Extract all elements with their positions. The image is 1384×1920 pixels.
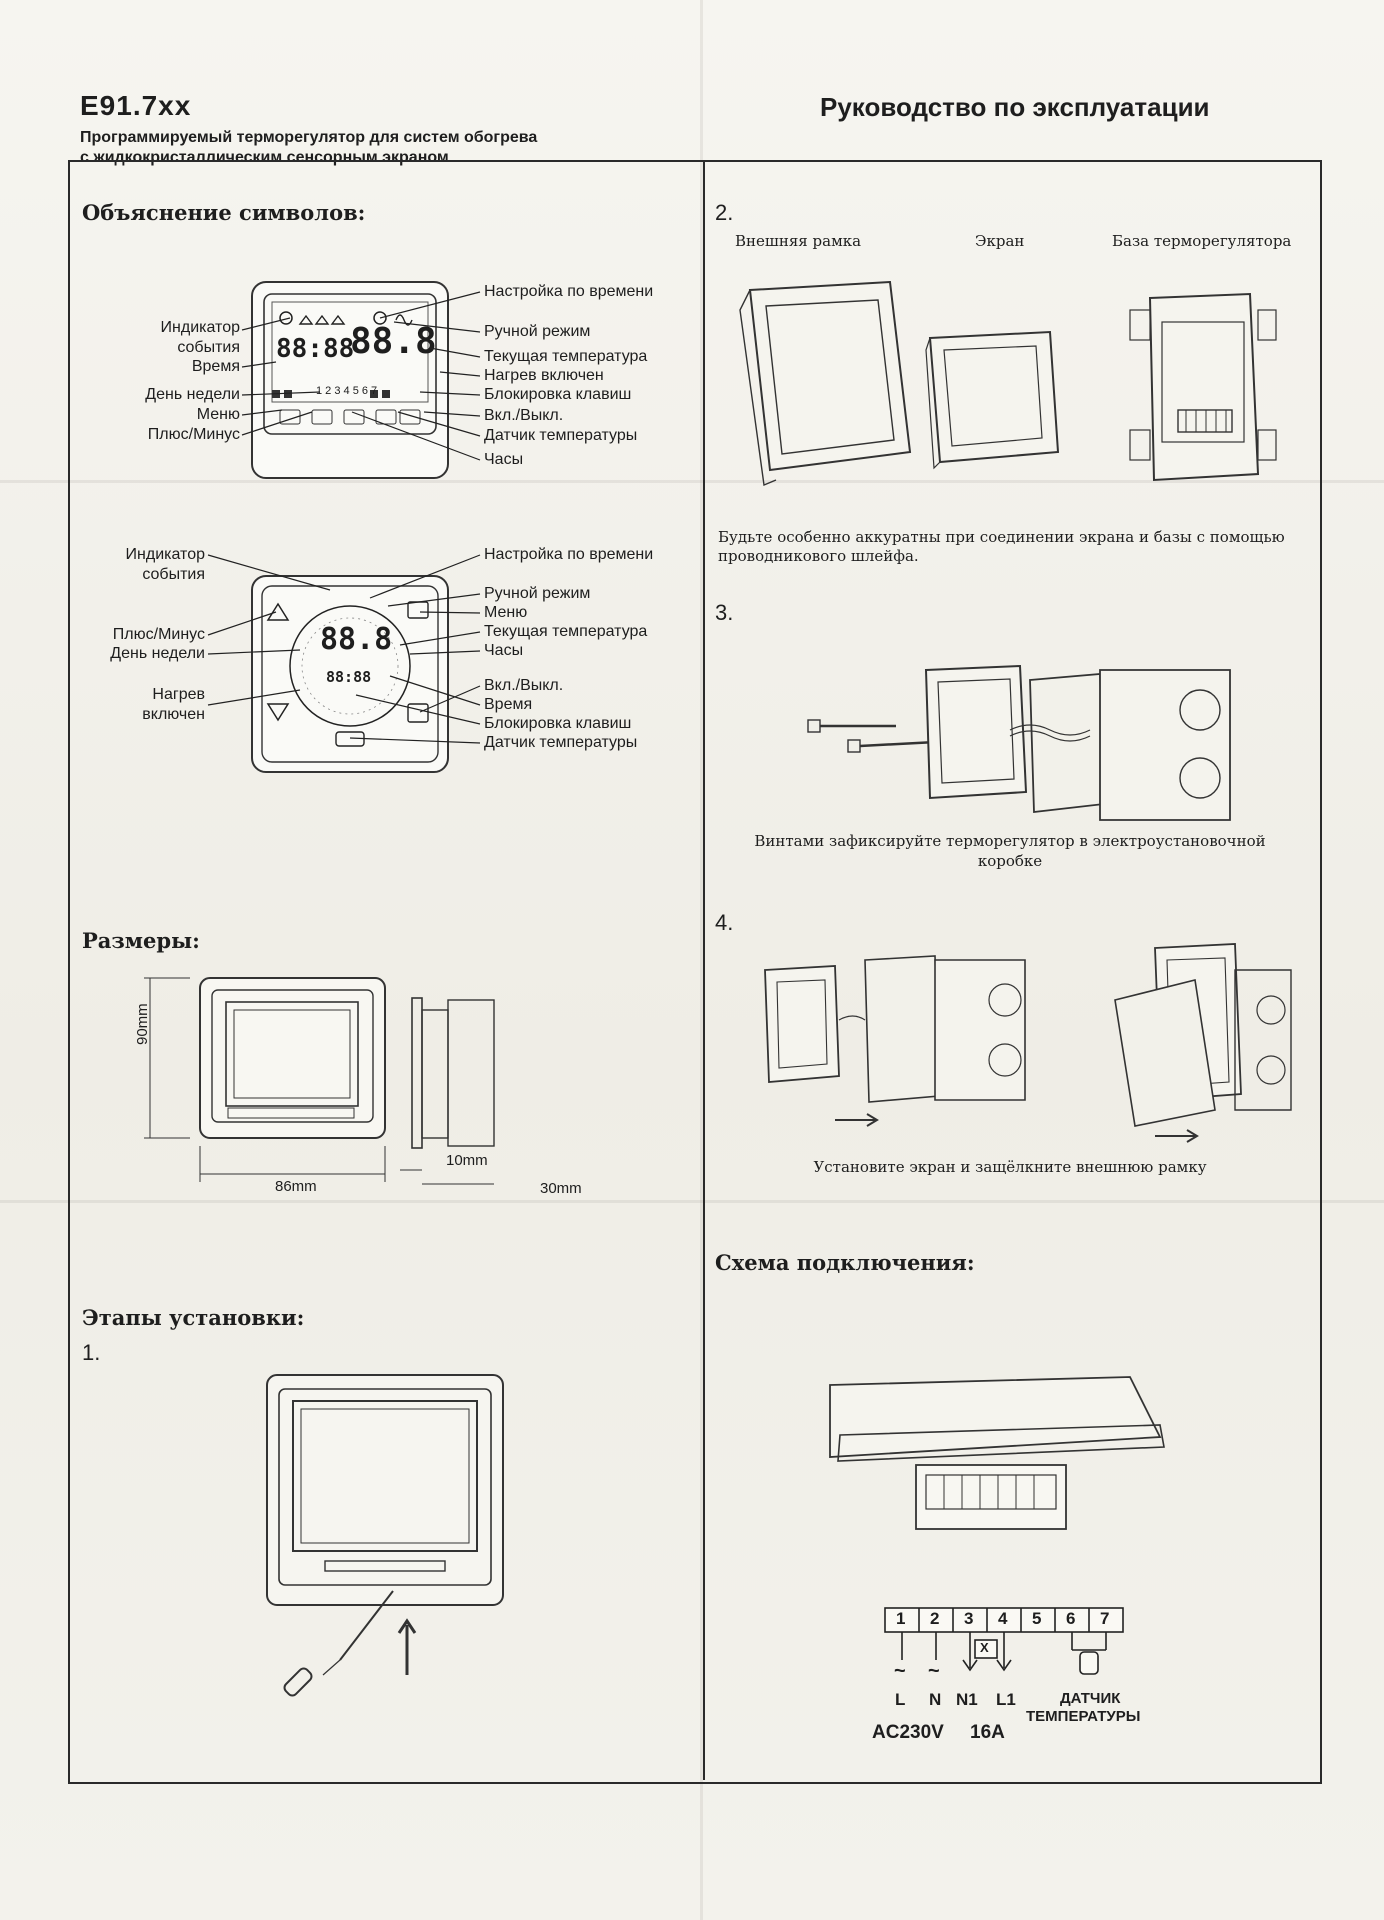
symbols-heading: Объяснение символов: bbox=[82, 200, 366, 225]
panel1-label-manual: Ручной режим bbox=[484, 323, 591, 340]
model-number: E91.7xx bbox=[80, 90, 192, 121]
lcd-time-readout: 88:88 bbox=[276, 334, 355, 364]
label-L1: L1 bbox=[996, 1690, 1016, 1709]
panel2-label-lock: Блокировка клавиш bbox=[484, 715, 632, 732]
panel1-label-weekday: День недели bbox=[145, 386, 240, 403]
paper-fold bbox=[0, 1200, 1384, 1203]
supply-current: 16A bbox=[970, 1722, 1005, 1743]
panel1-label-sensor: Датчик температуры bbox=[484, 427, 638, 444]
panel2-label-current-temp: Текущая температура bbox=[484, 623, 648, 640]
step4-assembly bbox=[764, 943, 1292, 1143]
terminal-1: 1 bbox=[896, 1609, 906, 1628]
panel1-label-plusminus: Плюс/Минус bbox=[147, 426, 240, 443]
panel2-label-heating-1: Нагрев bbox=[152, 686, 205, 703]
terminal-5: 5 bbox=[1032, 1609, 1042, 1628]
terminal-3: 3 bbox=[964, 1609, 974, 1628]
panel2-label-sensor: Датчик температуры bbox=[484, 734, 638, 751]
label-L: L bbox=[895, 1690, 906, 1709]
panel2-label-event-1: Индикатор bbox=[125, 546, 205, 563]
step3-caption-1: Винтами зафиксируйте терморегулятор в эл… bbox=[754, 832, 1266, 850]
panel2-label-weekday: День недели bbox=[110, 645, 205, 662]
label-N1: N1 bbox=[956, 1690, 978, 1709]
panel1-label-event-1: Индикатор bbox=[160, 319, 240, 336]
lcd2-time-readout: 88:88 bbox=[326, 668, 372, 686]
panel2-label-time-setting: Настройка по времени bbox=[484, 546, 654, 563]
paper-fold bbox=[700, 0, 703, 1920]
step4-caption: Установите экран и защёлкните внешнюю ра… bbox=[813, 1158, 1207, 1176]
step3-mount-box bbox=[807, 664, 1231, 821]
supply-voltage: AC230V bbox=[872, 1722, 944, 1743]
manual-title: Руководство по эксплуатации bbox=[820, 92, 1210, 122]
dimensions-heading: Размеры: bbox=[82, 928, 200, 953]
dimensions-drawing bbox=[144, 977, 495, 1185]
panel2-label-clock: Часы bbox=[484, 642, 524, 659]
dim-depth-10: 10mm bbox=[446, 1152, 488, 1169]
panel1-label-event-2: события bbox=[177, 339, 240, 356]
step2-number: 2. bbox=[715, 200, 734, 225]
panel2-label-plusminus: Плюс/Минус bbox=[112, 626, 205, 643]
sensor-label-1: ДАТЧИК bbox=[1060, 1690, 1121, 1707]
panel1-label-lock: Блокировка клавиш bbox=[484, 386, 632, 403]
step1-frame-screwdriver bbox=[266, 1374, 504, 1697]
wiring-heading: Схема подключения: bbox=[715, 1250, 975, 1275]
panel1-label-heating: Нагрев включен bbox=[484, 367, 604, 384]
panel2-label-onoff: Вкл./Выкл. bbox=[484, 677, 564, 694]
step2-label-base: База терморегулятора bbox=[1112, 232, 1292, 250]
panel2-label-event-2: события bbox=[142, 566, 205, 583]
step2-label-frame: Внешняя рамка bbox=[735, 232, 862, 250]
step2-exploded-view bbox=[739, 280, 1277, 486]
content-frame bbox=[68, 160, 1322, 1784]
terminal-2: 2 bbox=[930, 1609, 940, 1628]
panel2-label-menu: Меню bbox=[484, 604, 528, 621]
step1-number: 1. bbox=[82, 1340, 101, 1365]
panel1-label-menu: Меню bbox=[196, 406, 240, 423]
panel2-label-time: Время bbox=[484, 696, 533, 713]
column-divider bbox=[703, 160, 705, 1780]
panel2-label-heating-2: включен bbox=[142, 706, 205, 723]
step4-number: 4. bbox=[715, 910, 734, 935]
ac-symbol-2: ~ bbox=[928, 1660, 940, 1682]
dim-width: 86mm bbox=[275, 1178, 317, 1195]
panel1-label-time-setting: Настройка по времени bbox=[484, 283, 654, 300]
header-left: E91.7xx Программируемый терморегулятор д… bbox=[80, 90, 700, 168]
panel2-label-manual: Ручной режим bbox=[484, 585, 591, 602]
subtitle-line1: Программируемый терморегулятор для систе… bbox=[80, 129, 538, 146]
terminal-4: 4 bbox=[998, 1609, 1008, 1628]
step3-caption-2: коробке bbox=[977, 852, 1043, 870]
panel1-label-onoff: Вкл./Выкл. bbox=[484, 407, 564, 424]
label-N: N bbox=[929, 1690, 942, 1709]
lcd-weekdays: 1 2 3 4 5 6 7 bbox=[316, 385, 378, 397]
step3-number: 3. bbox=[715, 600, 734, 625]
ac-symbol-1: ~ bbox=[894, 1660, 906, 1682]
install-heading: Этапы установки: bbox=[82, 1305, 305, 1330]
paper-fold bbox=[0, 480, 1384, 483]
relay-mark: X bbox=[980, 1640, 989, 1655]
terminal-6: 6 bbox=[1066, 1609, 1076, 1628]
sensor-label-2: ТЕМПЕРАТУРЫ bbox=[1026, 1708, 1141, 1725]
dim-depth-30: 30mm bbox=[540, 1180, 582, 1197]
terminal-7: 7 bbox=[1100, 1609, 1110, 1628]
step2-label-screen: Экран bbox=[975, 232, 1025, 250]
step2-caption: Будьте особенно аккуратны при соединении… bbox=[718, 528, 1285, 565]
wiring-device-back bbox=[829, 1376, 1165, 1530]
thermostat-round-display bbox=[251, 575, 449, 773]
panel1-label-current-temp: Текущая температура bbox=[484, 348, 648, 365]
panel1-label-clock: Часы bbox=[484, 451, 524, 468]
panel1-label-time: Время bbox=[191, 358, 240, 375]
